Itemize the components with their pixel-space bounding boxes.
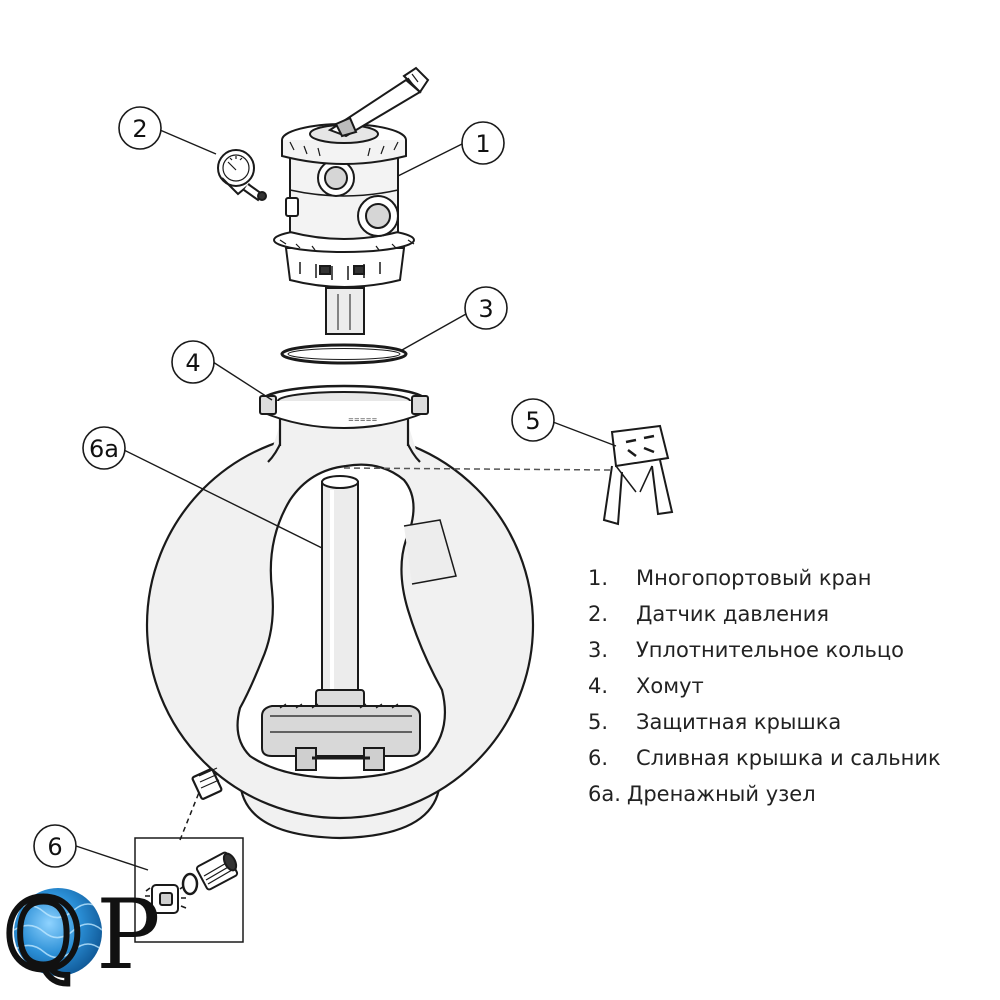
svg-text:6: 6 — [47, 833, 62, 861]
legend-number: 3. — [588, 638, 609, 662]
legend-item-5: 5. Защитная крышка — [588, 710, 988, 746]
legend-number: 2. — [588, 602, 609, 626]
legend-item-3: 3. Уплотнительное кольцо — [588, 638, 988, 674]
drain-cap-part — [144, 884, 187, 917]
pressure-gauge — [217, 149, 267, 202]
svg-text:1: 1 — [475, 130, 490, 158]
svg-text:Q: Q — [4, 879, 83, 991]
protective-cap — [602, 424, 674, 526]
callout-1: 1 — [461, 121, 505, 165]
legend-text: Сливная крышка и сальник — [636, 746, 941, 770]
svg-text:3: 3 — [478, 295, 493, 323]
svg-text:P: P — [96, 879, 161, 991]
callout-2: 2 — [118, 106, 162, 150]
svg-text:5: 5 — [525, 407, 540, 435]
svg-text:2: 2 — [132, 115, 147, 143]
legend-item-6a: 6а. Дренажный узел — [588, 782, 988, 818]
clamp-part: ===== — [259, 384, 429, 430]
callout-6: 6 — [33, 824, 77, 868]
legend-number: 4. — [588, 674, 609, 698]
drain-nipple-part — [195, 851, 239, 891]
legend-item-6: 6. Сливная крышка и сальник — [588, 746, 988, 782]
svg-text:4: 4 — [185, 349, 200, 377]
legend-number: 5. — [588, 710, 609, 734]
legend-item-4: 4. Хомут — [588, 674, 988, 710]
drain-o-ring — [181, 872, 199, 896]
drain-dashed-leader — [179, 789, 201, 841]
legend-item-1: 1. Многопортовый кран — [588, 566, 988, 602]
legend-text: Хомут — [636, 674, 704, 698]
o-ring-part — [280, 343, 408, 365]
legend-number: 6а. — [588, 782, 621, 806]
parts-legend: 1. Многопортовый кран 2. Датчик давления… — [588, 566, 988, 818]
legend-text: Дренажный узел — [626, 782, 816, 806]
callout-leaders — [75, 129, 617, 871]
drain-cap-inset — [134, 837, 244, 943]
svg-text:6a: 6a — [89, 435, 119, 463]
callout-6a: 6a — [82, 426, 126, 470]
multiport-valve — [273, 66, 430, 335]
legend-text: Защитная крышка — [636, 710, 842, 734]
tank-drain-port — [191, 767, 223, 800]
legend-item-2: 2. Датчик давления — [588, 602, 988, 638]
legend-number: 1. — [588, 566, 609, 590]
callout-3: 3 — [464, 286, 508, 330]
legend-text: Многопортовый кран — [636, 566, 872, 590]
legend-text: Уплотнительное кольцо — [636, 638, 905, 662]
callout-4: 4 — [171, 340, 215, 384]
qp-logo: Q Q P — [1, 876, 161, 994]
callout-5: 5 — [511, 398, 555, 442]
svg-text:=====: ===== — [348, 416, 377, 424]
drainage-assembly — [261, 475, 421, 771]
cap-dashed-leader — [343, 467, 613, 471]
legend-text: Датчик давления — [636, 602, 830, 626]
legend-number: 6. — [588, 746, 609, 770]
